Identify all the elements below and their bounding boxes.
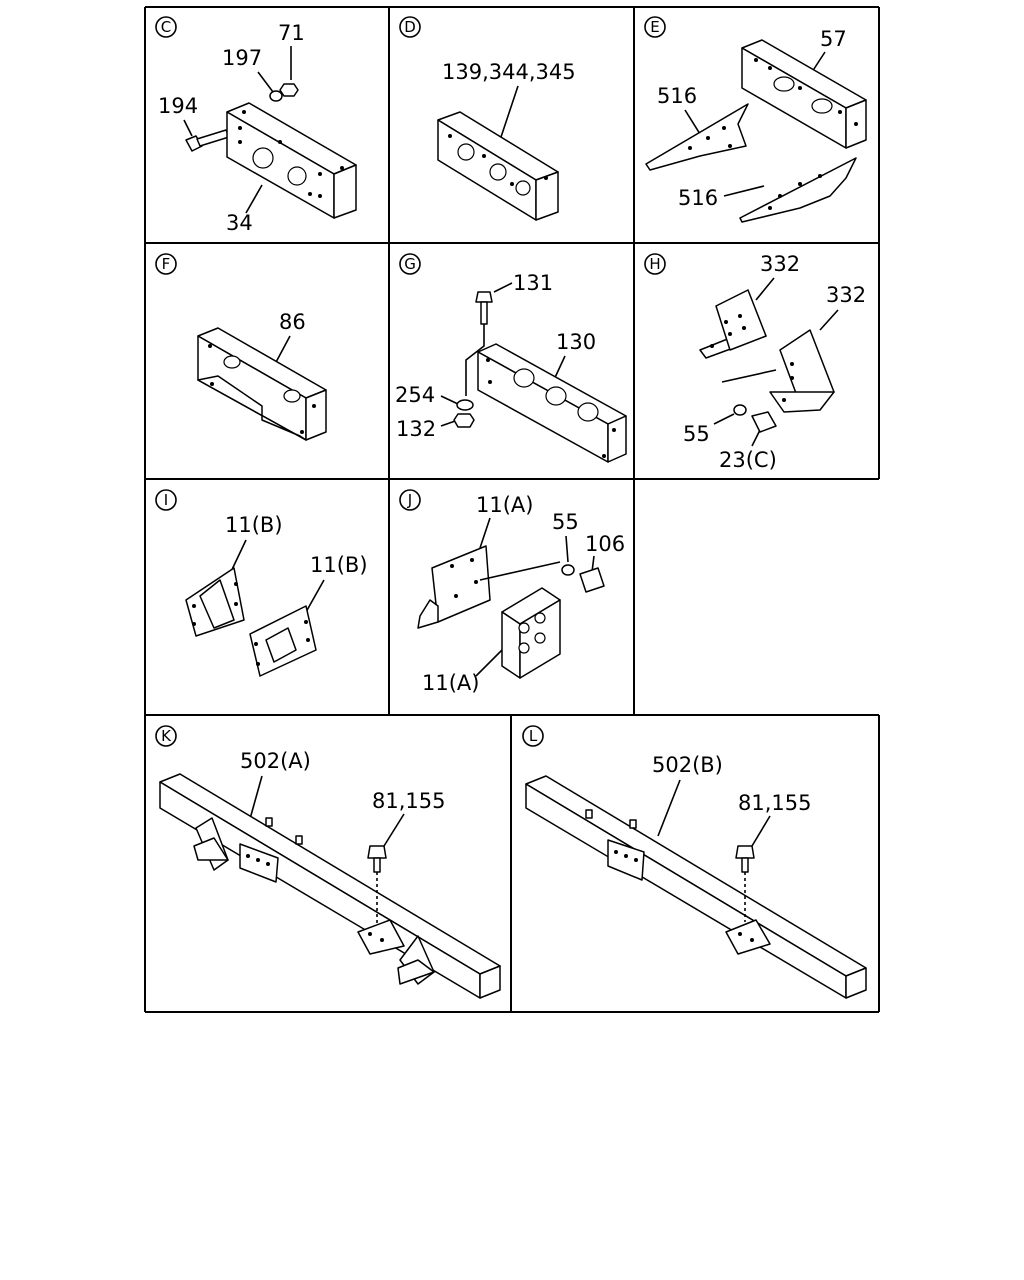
crossmember-86-shape bbox=[197, 327, 327, 441]
gusset-plate-516b-shape bbox=[739, 157, 857, 223]
panel-letter-circle bbox=[399, 16, 421, 38]
panel-k: K 502(A) 81,155 bbox=[155, 725, 501, 999]
panel-e: E 57 516 516 bbox=[644, 16, 867, 223]
washer-shape bbox=[269, 90, 283, 102]
panel-letter: L bbox=[529, 727, 538, 745]
bolt-shank-shape bbox=[480, 301, 488, 325]
part-label: 516 bbox=[678, 186, 718, 210]
crossmember-139-shape bbox=[437, 111, 559, 221]
part-label: 81,155 bbox=[738, 791, 811, 815]
panel-f: F 86 bbox=[155, 253, 327, 441]
bracket-left-shape bbox=[193, 817, 229, 871]
panel-h: H 332 332 55 23(C) bbox=[644, 252, 866, 472]
part-label: 11(A) bbox=[476, 493, 533, 517]
nut-shape bbox=[453, 413, 475, 428]
part-label: 197 bbox=[222, 46, 262, 70]
part-label: 86 bbox=[279, 310, 306, 334]
part-label: 132 bbox=[396, 417, 436, 441]
bolt-shape bbox=[579, 567, 605, 593]
crossmember-502a-shape bbox=[159, 773, 501, 999]
tab-shape bbox=[265, 817, 273, 827]
part-label: 34 bbox=[226, 211, 253, 235]
washer-shape bbox=[733, 404, 747, 416]
panel-letter-circle bbox=[399, 253, 421, 275]
washer-shape bbox=[456, 399, 474, 411]
part-label: 81,155 bbox=[372, 789, 445, 813]
panel-letter: J bbox=[407, 491, 412, 509]
part-label: 130 bbox=[556, 330, 596, 354]
part-label: 332 bbox=[760, 252, 800, 276]
part-label: 194 bbox=[158, 94, 198, 118]
crossmember-57-shape bbox=[741, 39, 867, 149]
bracket-plate-shape bbox=[239, 843, 279, 883]
bolt-shape bbox=[751, 411, 777, 433]
panel-g: G 131 130 254 132 bbox=[395, 253, 627, 463]
bracket-plate-lower-shape bbox=[725, 919, 771, 955]
bracket-332b-shape bbox=[769, 329, 835, 413]
part-label: 106 bbox=[585, 532, 625, 556]
panel-letter: I bbox=[164, 491, 168, 509]
panel-letter: E bbox=[650, 18, 659, 36]
bolt-head-shape bbox=[735, 845, 755, 859]
panel-letter-circle bbox=[522, 725, 544, 747]
bracket-plate-lower-shape bbox=[357, 919, 405, 955]
crossmember-502b-shape bbox=[525, 775, 867, 999]
bracket-11a-shape bbox=[417, 545, 491, 629]
part-label: 332 bbox=[826, 283, 866, 307]
panel-letter: G bbox=[404, 255, 416, 273]
part-label: 502(A) bbox=[240, 749, 311, 773]
bracket-11a2-shape bbox=[501, 587, 561, 679]
part-label: 254 bbox=[395, 383, 435, 407]
panel-letter-circle bbox=[644, 16, 666, 38]
bolt-head-shape bbox=[367, 845, 387, 859]
grid-frame bbox=[144, 6, 880, 1013]
bolt-shank-shape bbox=[741, 857, 749, 873]
part-label: 23(C) bbox=[719, 448, 777, 472]
bolt-head-shape bbox=[475, 291, 493, 303]
crossmember-130-shape bbox=[477, 343, 627, 463]
part-label: 55 bbox=[683, 422, 710, 446]
panel-i: I 11(B) 11(B) bbox=[155, 489, 368, 677]
panel-letter: K bbox=[161, 727, 172, 745]
panel-letter: C bbox=[161, 18, 171, 36]
bracket-11b-shape bbox=[185, 567, 245, 637]
part-label: 57 bbox=[820, 27, 847, 51]
panel-d: D 139,344,345 bbox=[399, 16, 576, 221]
panel-letter: F bbox=[162, 255, 171, 273]
tab-shape bbox=[295, 835, 303, 845]
part-label: 516 bbox=[657, 84, 697, 108]
panel-c: C 71 197 194 34 bbox=[155, 16, 357, 235]
panel-letter: D bbox=[404, 18, 416, 36]
bracket-11b2-shape bbox=[249, 605, 317, 677]
bolt-shank-shape bbox=[196, 129, 230, 147]
part-label: 11(B) bbox=[225, 513, 283, 537]
panel-letter-circle bbox=[155, 253, 177, 275]
panel-letter-circle bbox=[155, 16, 177, 38]
bracket-332-shape bbox=[699, 289, 767, 359]
panel-letter-circle bbox=[155, 725, 177, 747]
bolt-shank-shape bbox=[373, 857, 381, 873]
panel-j: J 11(A) 55 106 11(A) bbox=[399, 489, 625, 695]
bracket-right-shape bbox=[397, 935, 435, 985]
panel-letter-circle bbox=[155, 489, 177, 511]
nut-shape bbox=[279, 83, 299, 97]
panel-letter: H bbox=[649, 255, 660, 273]
panel-letter-circle bbox=[644, 253, 666, 275]
part-label: 139,344,345 bbox=[442, 60, 576, 84]
gusset-plate-516-shape bbox=[645, 103, 749, 171]
tab-shape bbox=[629, 819, 637, 829]
part-label: 11(B) bbox=[310, 553, 368, 577]
bracket-34-shape bbox=[226, 102, 357, 219]
part-label: 55 bbox=[552, 510, 579, 534]
panel-l: L 502(B) 81,155 bbox=[522, 725, 867, 999]
tab-shape bbox=[585, 809, 593, 819]
part-label: 502(B) bbox=[652, 753, 723, 777]
washer-shape bbox=[561, 564, 575, 576]
part-label: 131 bbox=[513, 271, 553, 295]
bracket-plate-shape bbox=[607, 839, 645, 881]
part-label: 11(A) bbox=[422, 671, 479, 695]
panel-letter-circle bbox=[399, 489, 421, 511]
part-label: 71 bbox=[278, 21, 305, 45]
